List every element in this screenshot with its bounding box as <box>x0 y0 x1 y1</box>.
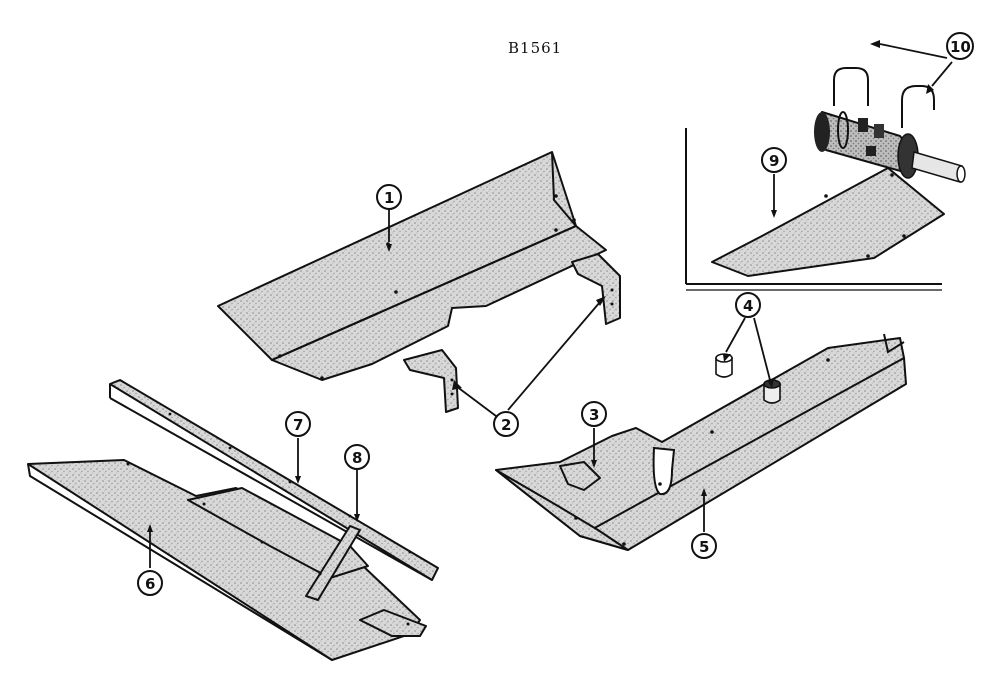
part-2-brackets <box>403 253 621 413</box>
callout-3: 3 <box>581 401 607 427</box>
part-10-valve-assembly <box>814 67 966 183</box>
callout-2: 2 <box>493 411 519 437</box>
callout-2-label: 2 <box>501 416 511 434</box>
leader-lines <box>147 40 953 568</box>
callout-6: 6 <box>137 570 163 596</box>
callout-8-label: 8 <box>352 449 362 467</box>
callout-5-label: 5 <box>699 538 709 556</box>
callout-10: 10 <box>946 32 974 60</box>
part-3-5-side-tray <box>495 333 907 551</box>
figure-code: B1561 <box>508 39 562 57</box>
callout-4-label: 4 <box>743 297 753 315</box>
callout-1-label: 1 <box>384 189 394 207</box>
callout-9-label: 9 <box>769 152 779 170</box>
part-1-top-panel <box>217 151 607 381</box>
callout-8: 8 <box>344 444 370 470</box>
callout-10-label: 10 <box>950 38 971 56</box>
callout-5: 5 <box>691 533 717 559</box>
callout-1: 1 <box>376 184 402 210</box>
callout-4: 4 <box>735 292 761 318</box>
callout-6-label: 6 <box>145 575 155 593</box>
callout-7: 7 <box>285 411 311 437</box>
inset-frame <box>685 128 942 291</box>
part-9-plate <box>711 167 945 277</box>
part-6-8-lower-panel <box>27 459 427 661</box>
callout-9: 9 <box>761 147 787 173</box>
callout-7-label: 7 <box>293 416 303 434</box>
callout-3-label: 3 <box>589 406 599 424</box>
